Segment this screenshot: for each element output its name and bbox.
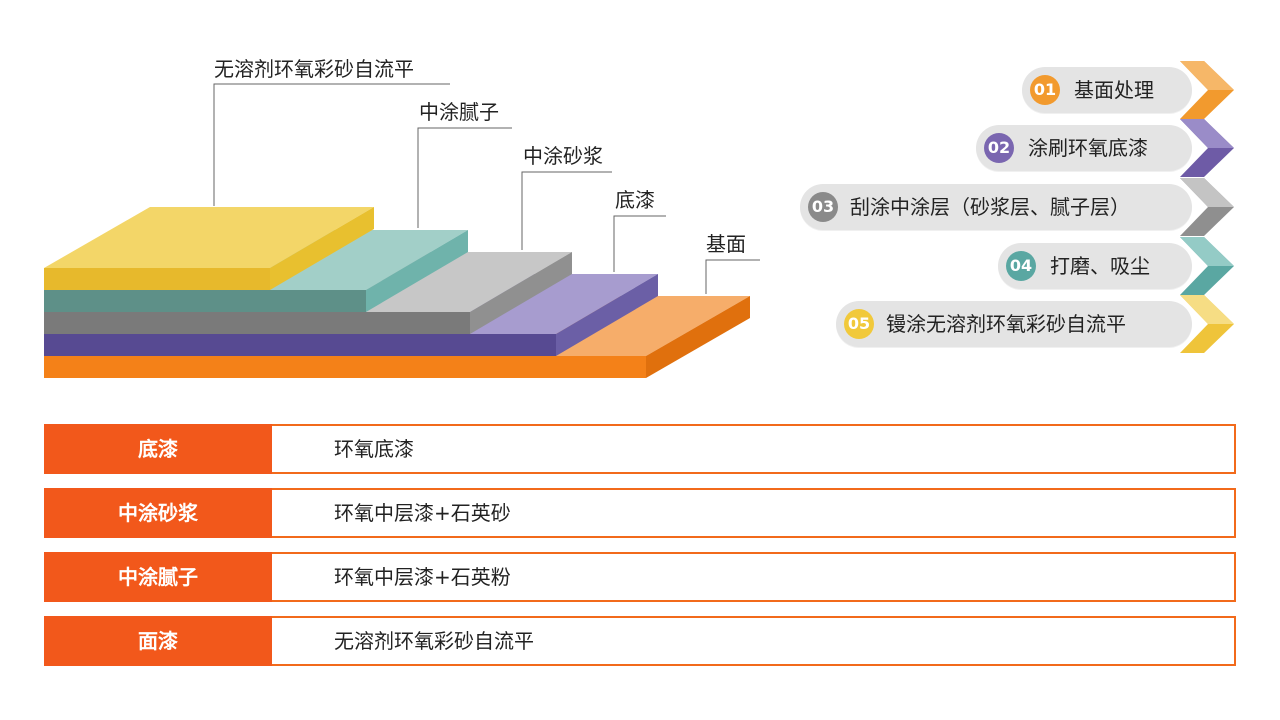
- step-02: 02 涂刷环氧底漆: [976, 119, 1236, 177]
- topcoat-layer-top: [44, 207, 374, 268]
- label-mortar: 中涂砂浆: [523, 144, 603, 168]
- step-label: 镘涂无溶剂环氧彩砂自流平: [886, 312, 1126, 336]
- row-layer-name: 底漆: [44, 424, 272, 474]
- primer-layer-front: [44, 334, 556, 356]
- step-label: 基面处理: [1074, 78, 1154, 102]
- step-label: 刮涂中涂层（砂浆层、腻子层）: [850, 195, 1130, 219]
- putty-layer-side: [366, 230, 468, 312]
- step-label: 打磨、吸尘: [1050, 254, 1150, 278]
- step-04: 04 打磨、吸尘: [998, 237, 1236, 295]
- step-arrow-icon: [1180, 178, 1234, 236]
- topcoat-layer-side: [270, 207, 374, 290]
- callout-line-mortar: [521, 171, 612, 250]
- step-number-badge: 01: [1030, 75, 1060, 105]
- row-material: 无溶剂环氧彩砂自流平: [334, 629, 534, 653]
- callout-line-top: [213, 83, 450, 206]
- label-putty: 中涂腻子: [419, 100, 499, 124]
- mortar-layer-side: [470, 252, 572, 334]
- row-layer-name: 中涂砂浆: [44, 488, 272, 538]
- label-topcoat: 无溶剂环氧彩砂自流平: [214, 57, 414, 81]
- row-material: 环氧中层漆+石英砂: [334, 501, 511, 525]
- step-05: 05 镘涂无溶剂环氧彩砂自流平: [836, 295, 1236, 353]
- step-arrow-icon: [1180, 61, 1234, 119]
- step-arrow-icon: [1180, 119, 1234, 177]
- row-material: 环氧底漆: [334, 437, 414, 461]
- putty-layer-front: [44, 290, 366, 312]
- row-layer-name: 面漆: [44, 616, 272, 666]
- label-primer: 底漆: [615, 188, 655, 212]
- step-number-badge: 05: [844, 309, 874, 339]
- callout-line-putty: [417, 127, 512, 228]
- callout-line-primer: [613, 215, 666, 272]
- table-row: 中涂腻子 环氧中层漆+石英粉: [44, 552, 1236, 602]
- step-number-badge: 02: [984, 133, 1014, 163]
- table-row: 中涂砂浆 环氧中层漆+石英砂: [44, 488, 1236, 538]
- step-03: 03 刮涂中涂层（砂浆层、腻子层）: [800, 178, 1236, 236]
- table-row: 底漆 环氧底漆: [44, 424, 1236, 474]
- primer-layer-side: [556, 274, 658, 356]
- base-layer-front: [44, 356, 646, 378]
- callout-line-base: [705, 259, 760, 294]
- base-layer-side: [646, 296, 750, 378]
- topcoat-layer-front: [44, 268, 270, 290]
- mortar-layer-front: [44, 312, 470, 334]
- table-row: 面漆 无溶剂环氧彩砂自流平: [44, 616, 1236, 666]
- step-number-badge: 03: [808, 192, 838, 222]
- step-label: 涂刷环氧底漆: [1028, 136, 1148, 160]
- label-base: 基面: [706, 232, 746, 256]
- row-layer-name: 中涂腻子: [44, 552, 272, 602]
- step-arrow-icon: [1180, 237, 1234, 295]
- row-material: 环氧中层漆+石英粉: [334, 565, 511, 589]
- step-01: 01 基面处理: [1022, 61, 1236, 119]
- layer-stack-diagram: [44, 83, 760, 378]
- step-arrow-icon: [1180, 295, 1234, 353]
- step-number-badge: 04: [1006, 251, 1036, 281]
